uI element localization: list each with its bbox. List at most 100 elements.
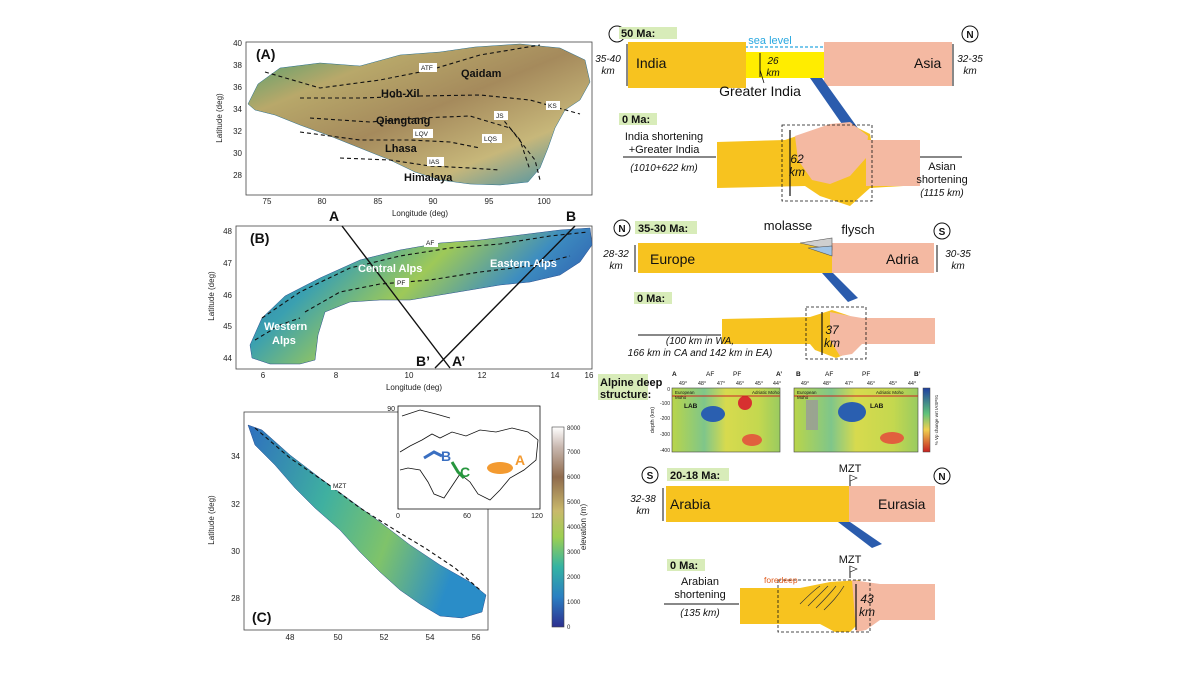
fault-label-pf: PF <box>397 280 405 287</box>
panel-c-xticks: 48 50 52 54 56 <box>286 633 481 642</box>
inset-ytick: 90 <box>387 406 395 413</box>
greater-india-label: Greater India <box>719 83 801 99</box>
india-thickness-unit: km <box>601 66 614 77</box>
tomo-color-scale <box>922 387 931 453</box>
inset-xtick: 0 <box>396 513 400 520</box>
colorbar-tick: 7000 <box>567 450 581 456</box>
panel-c-xtick: 50 <box>334 633 343 642</box>
arabia-thickness-unit: km <box>636 506 649 517</box>
tomo-right-lat: 47° <box>845 381 853 387</box>
panel-a-ytick: 30 <box>233 149 242 158</box>
deep-structure-label-bg <box>598 374 648 400</box>
mzt-label-stage2: MZT <box>839 554 862 566</box>
europe-block <box>638 243 832 273</box>
stage-label-bg <box>619 27 677 39</box>
profile-label-a-prime: A’ <box>452 353 465 369</box>
stage-label-bg <box>667 559 705 571</box>
alps-fault-lines <box>254 231 589 341</box>
arabia-final-block <box>740 580 862 632</box>
tomo-left-depths: 0 -100 -200 -300 -400 <box>660 387 670 454</box>
asia-block <box>824 42 952 86</box>
tomo-right-lat: 45° <box>889 381 897 387</box>
india-shortening-line1: India shortening <box>625 131 703 143</box>
sea-level-label: sea level <box>748 35 791 47</box>
fault-label-lqv: LQV <box>415 131 429 138</box>
arabia-thickness-value: 32-38 <box>630 494 656 505</box>
final-thickness-unit: km <box>789 165 805 179</box>
colorbar-tick: 8000 <box>567 426 581 432</box>
profile-label-a: A <box>329 208 339 224</box>
tomo-left-low <box>742 434 762 446</box>
eurasia-label: Eurasia <box>878 496 926 512</box>
fault-label-atf: ATF <box>421 65 433 72</box>
tomo-depth: 0 <box>667 387 670 393</box>
final-thickness-zagros-unit: km <box>859 605 875 619</box>
colorbar-tick: 6000 <box>567 475 581 481</box>
europe-thickness-unit: km <box>609 261 622 272</box>
panel-a-xtick: 95 <box>485 197 494 206</box>
tomo-right-moho-eu-line1: European <box>797 390 817 395</box>
zoom-box-alps <box>805 306 867 360</box>
fault-label-mzt-bg <box>331 481 349 490</box>
panel-b-xtick: 8 <box>334 371 339 380</box>
alps-shortening-line1: (100 km in WA, <box>666 336 734 347</box>
deep-structure: Alpine deep structure: A A’ AF PF 49° 48… <box>598 371 939 454</box>
panel-a-ytick: 34 <box>233 105 242 114</box>
india-block <box>628 42 746 88</box>
panel-a-ytick: 36 <box>233 83 242 92</box>
panel-a-xtick: 75 <box>263 197 272 206</box>
panel-b-xtick: 12 <box>478 371 487 380</box>
fault-label-lqs: LQS <box>484 136 498 143</box>
tomo-left-start: A <box>672 371 677 378</box>
tomo-left-lats: 49° 48° 47° 46° 45° 44° <box>679 381 781 387</box>
panel-c-ylabel: Latitude (deg) <box>207 495 216 545</box>
colorbar-tick: 0 <box>567 625 571 631</box>
flysch-wedge <box>807 245 833 257</box>
final-thickness-alps-unit: km <box>824 336 840 350</box>
marker-north-alps <box>613 219 631 237</box>
panel-b-yticks: 48 47 46 45 44 <box>223 227 232 363</box>
tomo-left-pf: PF <box>733 371 741 378</box>
stage-label-20ma: 20-18 Ma: <box>670 470 720 482</box>
tomo-left-lat: 47° <box>717 381 725 387</box>
tibet-fault-lines <box>264 44 581 181</box>
panel-c-xtick: 48 <box>286 633 295 642</box>
panel-a-ytick: 28 <box>233 171 242 180</box>
place-eastern-alps: Eastern Alps <box>490 258 557 270</box>
tomo-right-moho-ad: Adriatic Moho <box>876 390 904 395</box>
panel-a-yticks: 40 38 36 34 32 30 28 <box>233 39 242 180</box>
profile-label-b-prime: B’ <box>416 353 430 369</box>
panel-c-ytick: 28 <box>231 594 240 603</box>
mzt-flag <box>849 474 858 482</box>
marker-north-zagros <box>933 467 951 485</box>
panel-a-ytick: 32 <box>233 127 242 136</box>
colorbar-tick: 2000 <box>567 575 581 581</box>
molasse-label: molasse <box>764 218 812 233</box>
tomo-right-start: B <box>796 371 801 378</box>
panel-a-xtick: 90 <box>429 197 438 206</box>
tomo-right-mask <box>806 400 818 430</box>
tomo-left-lat: 49° <box>679 381 687 387</box>
section-alps: N 35-30 Ma: S molasse flysch Europe Adri… <box>602 218 971 360</box>
deep-structure-label-line1: Alpine deep <box>600 377 663 389</box>
tomo-left-slab <box>701 406 725 422</box>
marker-north-zagros-label: N <box>938 472 945 483</box>
arabia-label: Arabia <box>670 496 711 512</box>
stage-label-0ma-himalaya: 0 Ma: <box>622 114 650 126</box>
panel-a-xlabel: Longitude (deg) <box>392 209 448 218</box>
place-lhasa: Lhasa <box>385 143 418 155</box>
alps-fault-labels: AF PF <box>395 238 438 287</box>
arabia-block <box>666 486 849 522</box>
tomo-left-lat: 45° <box>755 381 763 387</box>
panel-c-yticks: 34 32 30 28 <box>231 452 240 603</box>
place-central-alps: Central Alps <box>358 263 422 275</box>
marker-south-alps <box>933 222 951 240</box>
tomo-right-moho-eu-line2: Moho <box>797 395 809 400</box>
panel-a-letter: (A) <box>256 46 275 62</box>
panel-c-ytick: 32 <box>231 500 240 509</box>
tomo-left-end: A’ <box>776 371 782 378</box>
panel-b-ytick: 48 <box>223 227 232 236</box>
tomo-depth: -300 <box>660 432 670 438</box>
elevation-colorbar <box>551 426 565 628</box>
